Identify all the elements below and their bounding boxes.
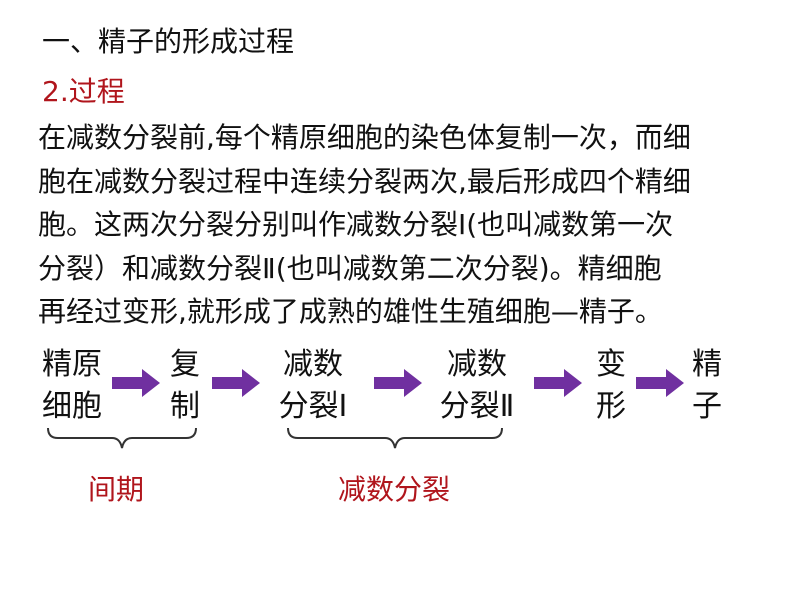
paragraph-line: 再经过变形,就形成了成熟的雄性生殖细胞—精子。 xyxy=(38,295,663,328)
flow-node-line: 制 xyxy=(170,389,200,424)
flow-node-line: 形 xyxy=(596,389,626,424)
subsection-heading: 2.过程 xyxy=(42,75,125,108)
right-arrow-icon xyxy=(374,369,422,397)
paragraph-line: 在减数分裂前,每个精原细胞的染色体复制一次，而细 xyxy=(38,121,691,154)
flow-node-line: 精 xyxy=(692,347,722,382)
right-arrow-icon xyxy=(636,369,684,397)
flow-node-line: 精原 xyxy=(42,347,102,382)
flow-node-meiosis-1: 减数 分裂Ⅰ xyxy=(266,344,360,428)
description-paragraph: 在减数分裂前,每个精原细胞的染色体复制一次，而细 胞在减数分裂过程中连续分裂两次… xyxy=(38,116,773,334)
flow-node-line: 分裂Ⅱ xyxy=(439,389,515,424)
flow-node-line: 分裂Ⅰ xyxy=(278,389,348,424)
flow-node-sperm: 精 子 xyxy=(690,344,724,428)
flow-node-line: 复 xyxy=(170,347,200,382)
paragraph-line: 胞。这两次分裂分别叫作减数分裂Ⅰ(也叫减数第一次 xyxy=(38,208,674,241)
right-arrow-icon xyxy=(112,369,160,397)
right-arrow-icon xyxy=(534,369,582,397)
phase-label-meiosis: 减数分裂 xyxy=(338,473,451,506)
flow-node-line: 减数 xyxy=(447,347,507,382)
paragraph-line: 分裂）和减数分裂Ⅱ(也叫减数第二次分裂)。精细胞 xyxy=(38,251,662,285)
section-heading: 一、精子的形成过程 xyxy=(42,25,295,58)
flow-node-line: 细胞 xyxy=(42,389,102,424)
flow-node-line: 减数 xyxy=(283,347,343,382)
flow-node-line: 子 xyxy=(692,389,722,424)
flow-node-spermatogonium: 精原 细胞 xyxy=(40,344,104,428)
flow-node-meiosis-2: 减数 分裂Ⅱ xyxy=(430,344,524,428)
flow-node-replication: 复 制 xyxy=(168,344,202,428)
paragraph-line: 胞在减数分裂过程中连续分裂两次,最后形成四个精细 xyxy=(38,164,691,198)
phase-label-interphase: 间期 xyxy=(88,473,145,506)
interphase-brace xyxy=(47,427,197,449)
flow-node-line: 变 xyxy=(596,347,626,382)
right-arrow-icon xyxy=(212,369,260,397)
meiosis-brace xyxy=(287,427,503,449)
flow-node-transformation: 变 形 xyxy=(594,344,628,428)
